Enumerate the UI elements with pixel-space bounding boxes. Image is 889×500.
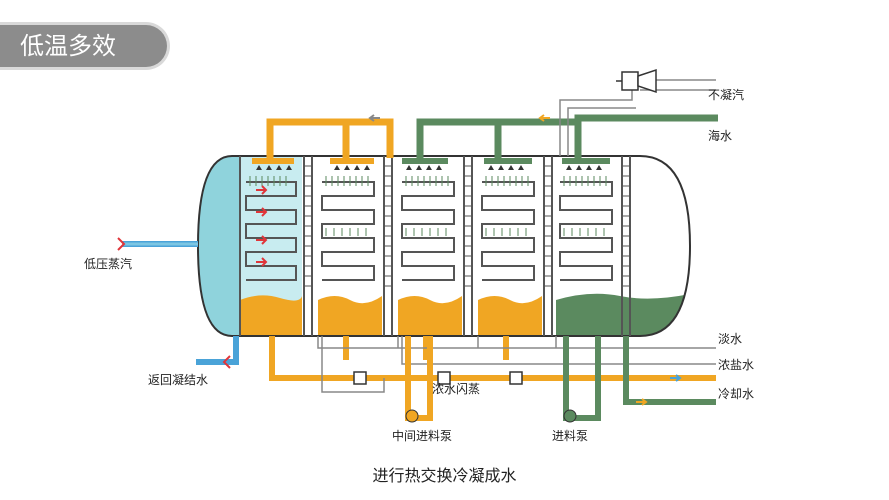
condensate-line xyxy=(196,336,239,369)
spray-lines xyxy=(249,176,607,236)
label-fresh-water: 淡水 xyxy=(718,332,742,346)
spray-nozzles xyxy=(256,165,602,170)
label-brine-flash: 浓水闪蒸 xyxy=(432,382,480,396)
page-title: 低温多效 xyxy=(20,32,116,60)
feed-pump-line xyxy=(563,336,716,421)
label-seawater: 海水 xyxy=(708,128,732,143)
label-non-condensable: 不凝汽 xyxy=(708,87,744,102)
label-cooling-water: 冷却水 xyxy=(718,387,754,401)
pumps xyxy=(405,409,577,423)
intermediate-pump-line xyxy=(405,336,433,421)
label-intermediate-pump: 中间进料泵 xyxy=(392,428,452,443)
valves xyxy=(353,371,523,385)
steam-arrows xyxy=(256,185,268,267)
seawater-pipe xyxy=(416,114,718,158)
label-feed-pump: 进料泵 xyxy=(552,429,588,443)
freshwater-pipes xyxy=(317,336,716,393)
label-brine: 浓盐水 xyxy=(718,358,754,372)
caption: 进行热交换冷凝成水 xyxy=(372,466,517,485)
title-badge: 低温多效 xyxy=(0,22,170,70)
brine-pipes xyxy=(269,336,716,381)
steam-inlet xyxy=(117,237,198,251)
tube-bundles xyxy=(245,181,613,281)
label-low-pressure-steam: 低压蒸汽 xyxy=(84,256,132,271)
label-return-condensate: 返回凝结水 xyxy=(148,372,208,387)
wall-ticks xyxy=(304,165,630,287)
spray-headers xyxy=(252,158,610,164)
outlet-arrows xyxy=(368,114,682,406)
ejector xyxy=(616,68,657,94)
orange-feed-pipe xyxy=(266,118,394,158)
